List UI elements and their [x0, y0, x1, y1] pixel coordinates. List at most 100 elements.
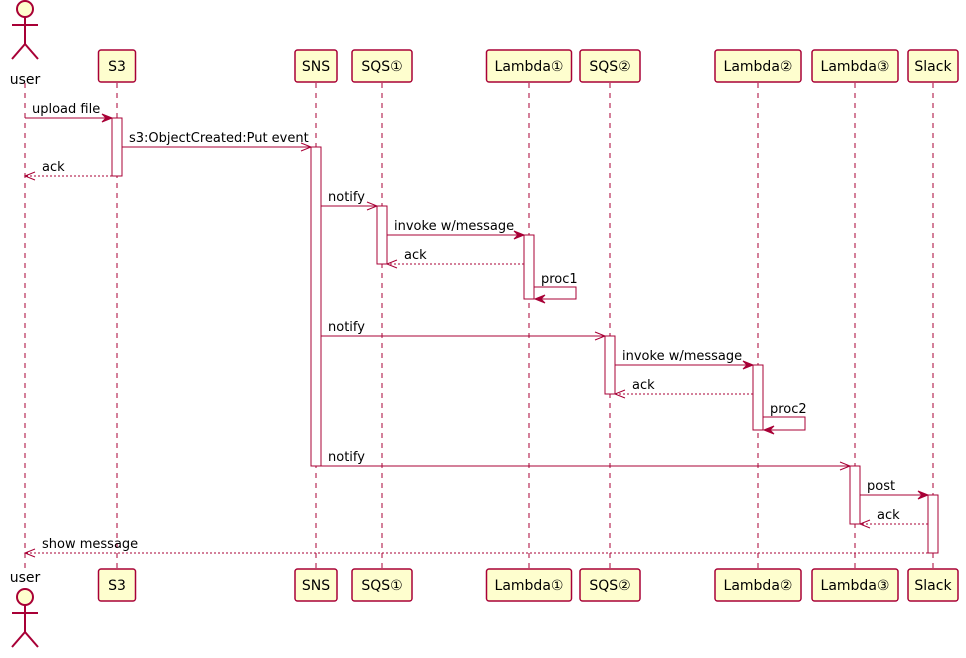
participant-lambda2-bottom-box: [714, 568, 802, 602]
participant-sns-top-box: [294, 49, 338, 83]
activation-sns: [310, 146, 322, 467]
message-12-arrowhead: [917, 490, 930, 500]
message-5: ack: [385, 248, 524, 269]
message-4-arrowhead: [513, 230, 526, 240]
participant-lambda1-bottom: Lambda①: [485, 568, 573, 602]
participant-sqs1-bottom: SQS①: [351, 568, 413, 602]
participant-sns-bottom-label: SNS: [302, 578, 330, 594]
message-13-arrowhead: [858, 519, 871, 529]
messages: upload file s3:ObjectCreated:Put event ack…: [23, 102, 930, 558]
participant-lambda3-bottom-box: [811, 568, 899, 602]
participant-sqs1-bottom-label: SQS①: [361, 578, 402, 594]
message-3: notify: [321, 190, 379, 211]
participant-slack-bottom-label: Slack: [914, 578, 952, 594]
message-2-label: ack: [42, 160, 65, 175]
participant-s3-bottom: S3: [97, 568, 137, 602]
participant-sqs2-top: SQS②: [579, 49, 641, 83]
participant-slack-top: Slack: [907, 49, 959, 83]
participant-sqs2-top-label: SQS②: [589, 59, 630, 75]
participant-lambda2-bottom-label: Lambda②: [724, 578, 793, 594]
participant-lambda2-top: Lambda②: [714, 49, 802, 83]
participant-sqs1-top: SQS①: [351, 49, 413, 83]
message-7-label: notify: [328, 320, 365, 335]
activation-s3: [111, 117, 123, 177]
participant-user-top: user: [10, 0, 41, 88]
participant-lambda1-bottom-label: Lambda①: [495, 578, 564, 594]
participant-lambda2-bottom: Lambda②: [714, 568, 802, 602]
activation-lambda2: [752, 364, 764, 431]
actor-bottom-icon: [11, 588, 39, 648]
participant-lambda1-top-label: Lambda①: [495, 59, 564, 75]
message-14: show message: [23, 537, 928, 558]
message-12: post: [860, 479, 930, 500]
participant-sns-top: SNS: [294, 49, 338, 83]
message-11-label: notify: [328, 450, 365, 465]
participant-sqs2-bottom: SQS②: [579, 568, 641, 602]
message-10-arrowhead: [762, 425, 775, 435]
message-6-arrowhead: [533, 294, 546, 304]
participant-s3-bottom-label: S3: [108, 578, 126, 594]
message-5-label: ack: [404, 248, 427, 263]
participant-sns-bottom-box: [294, 568, 338, 602]
participant-slack-bottom: Slack: [907, 568, 959, 602]
activation-slack: [927, 494, 939, 554]
message-1-label: s3:ObjectCreated:Put event: [129, 131, 309, 146]
lifelines: [24, 83, 934, 568]
participant-lambda3-top-box: [811, 49, 899, 83]
message-2: ack: [23, 160, 112, 181]
message-9-arrowhead: [613, 389, 626, 399]
participant-s3-top: S3: [97, 49, 137, 83]
participant-sqs2-top-box: [579, 49, 641, 83]
participant-sqs1-top-label: SQS①: [361, 59, 402, 75]
message-14-label: show message: [42, 537, 138, 552]
participant-s3-top-label: S3: [108, 59, 126, 75]
message-9: ack: [613, 378, 753, 399]
participant-lambda1-top-box: [485, 49, 573, 83]
participant-sns-bottom: SNS: [294, 568, 338, 602]
participant-slack-bottom-box: [907, 568, 959, 602]
participant-lambda3-top: Lambda③: [811, 49, 899, 83]
message-4-label: invoke w/message: [394, 219, 514, 234]
message-4: invoke w/message: [387, 219, 526, 240]
participant-user-bottom-label: user: [10, 570, 41, 586]
message-10-label: proc2: [770, 402, 807, 417]
participant-lambda3-bottom: Lambda③: [811, 568, 899, 602]
participant-s3-bottom-box: [97, 568, 137, 602]
message-14-arrowhead: [23, 548, 36, 558]
message-6-line: [534, 286, 577, 300]
participant-lambda2-top-box: [714, 49, 802, 83]
message-12-label: post: [867, 479, 895, 494]
participant-sqs1-top-box: [351, 49, 413, 83]
participant-heads: useruserS3S3SNSSNSSQS①SQS①Lambda①Lambda①…: [10, 0, 959, 648]
participant-sqs2-bottom-box: [579, 568, 641, 602]
activation-sqs2: [604, 335, 616, 395]
message-10: proc2: [762, 402, 807, 435]
message-7-arrowhead: [594, 331, 607, 341]
message-5-arrowhead: [385, 259, 398, 269]
message-6-label: proc1: [541, 272, 578, 287]
activation-sqs1: [376, 205, 388, 265]
participant-user-bottom: user: [10, 570, 41, 648]
activation-bars: [111, 117, 939, 554]
message-1-arrowhead: [300, 142, 313, 152]
participant-sns-top-label: SNS: [302, 59, 330, 75]
message-8: invoke w/message: [615, 349, 755, 370]
participant-s3-top-box: [97, 49, 137, 83]
message-2-arrowhead: [23, 171, 36, 181]
participant-lambda2-top-label: Lambda②: [724, 59, 793, 75]
actor-top-icon: [11, 0, 39, 60]
message-13: ack: [858, 508, 928, 529]
message-1: s3:ObjectCreated:Put event: [122, 131, 313, 152]
activation-lambda1: [523, 234, 535, 300]
participant-sqs2-bottom-label: SQS②: [589, 578, 630, 594]
participant-slack-top-box: [907, 49, 959, 83]
participant-user-top-label: user: [10, 72, 41, 88]
message-11: notify: [321, 450, 852, 471]
message-11-arrowhead: [839, 461, 852, 471]
activation-lambda3: [849, 465, 861, 525]
participant-slack-top-label: Slack: [914, 59, 952, 75]
message-0-label: upload file: [32, 102, 100, 117]
message-0-arrowhead: [101, 113, 114, 123]
message-6: proc1: [533, 272, 578, 304]
participant-lambda3-bottom-label: Lambda③: [821, 578, 890, 594]
